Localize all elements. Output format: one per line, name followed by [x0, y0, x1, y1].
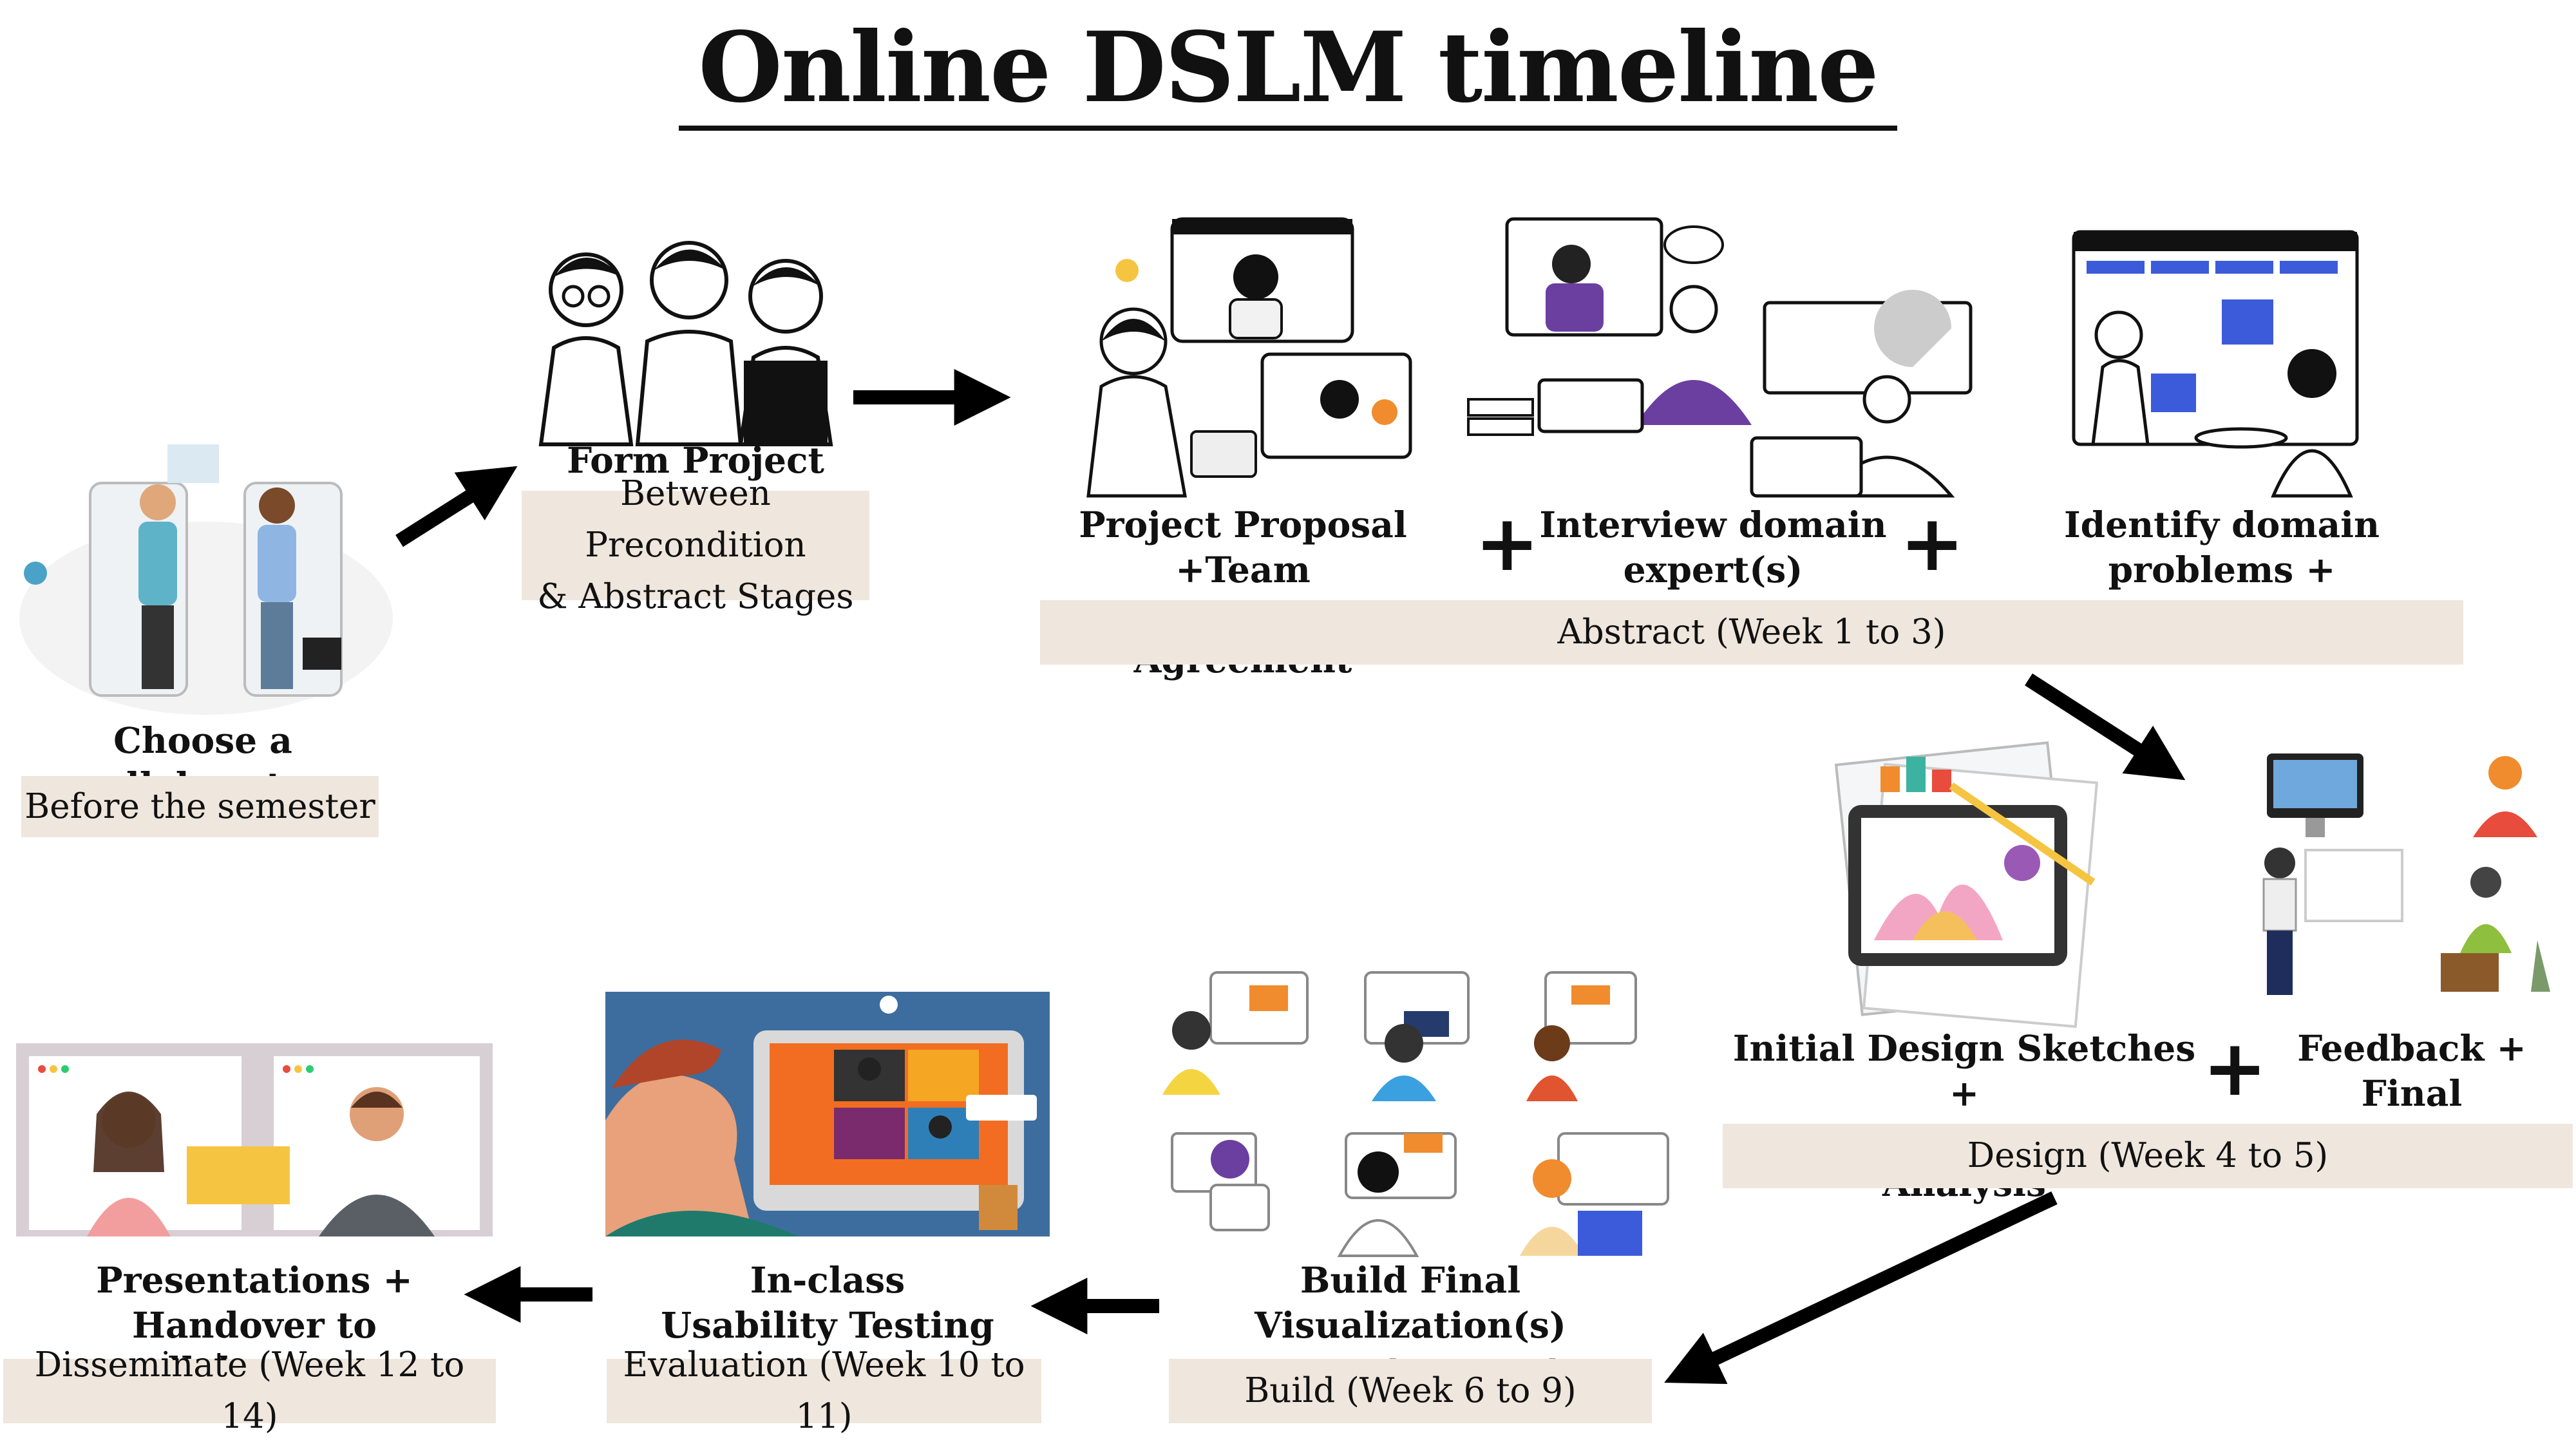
- arrow-choose-to-form: [395, 466, 518, 547]
- usability-testing-illustration: [605, 992, 1050, 1236]
- stage-disseminate: Disseminate (Week 12 to 14): [3, 1345, 496, 1436]
- student-group-illustration: [538, 241, 833, 446]
- plus-sign-1: +: [1475, 499, 1540, 589]
- plus-sign-2: +: [1900, 499, 1965, 589]
- interview-illustration: [1467, 217, 1973, 498]
- feedback-illustration: [2262, 753, 2550, 995]
- stage-between-precondition: Between Precondition& Abstract Stages: [522, 474, 869, 616]
- stage-evaluation: Evaluation (Week 10 to 11): [607, 1345, 1041, 1436]
- task-board-illustration: [2072, 230, 2359, 498]
- page-title: Online DSLM timeline: [0, 11, 2576, 131]
- build-visualizations-illustration: [1162, 971, 1669, 1257]
- stage-abstract: Abstract (Week 1 to 3): [1040, 600, 2463, 665]
- handover-illustration: [16, 1043, 493, 1236]
- plus-sign-3: +: [2202, 1024, 2268, 1113]
- arrow-design-to-build: [1664, 1191, 2058, 1385]
- stage-build: Build (Week 6 to 9): [1169, 1359, 1652, 1423]
- design-sketches-illustration: [1834, 741, 2099, 1028]
- stage-before-semester: Before the semester: [21, 776, 379, 837]
- stage-design: Design (Week 4 to 5): [1723, 1124, 2573, 1188]
- collaborator-handshake-illustration: [19, 444, 393, 715]
- arrow-abstract-to-design: [2025, 673, 2186, 781]
- project-proposal-illustration: [1086, 217, 1412, 498]
